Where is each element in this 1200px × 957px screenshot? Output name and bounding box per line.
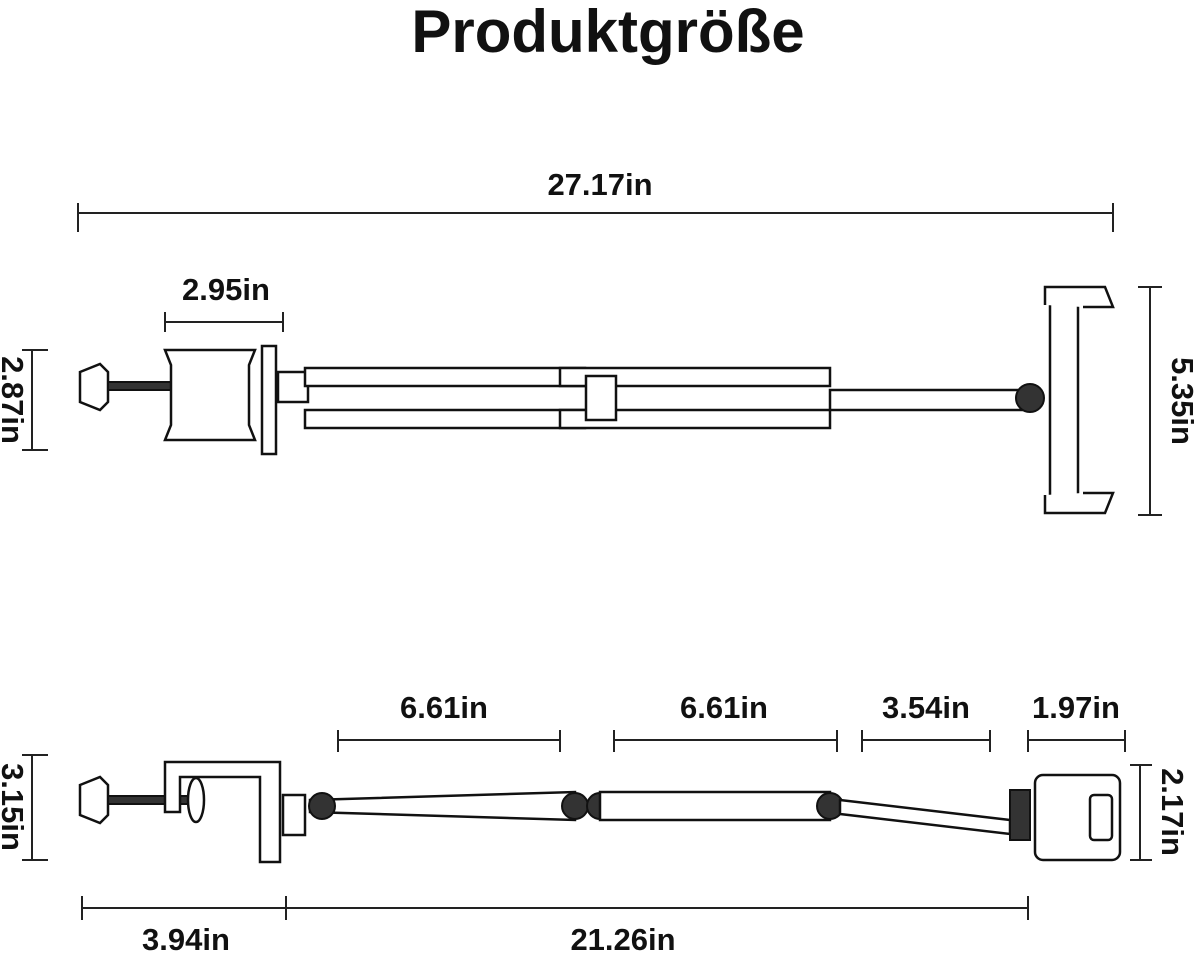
dimension-clamp-length: 3.94in — [81, 896, 287, 957]
label-arm-segment-1: 6.61in — [400, 690, 488, 725]
page-title: Produktgröße — [411, 0, 804, 65]
arm-segment-icon — [308, 790, 577, 822]
label-side-holder-height: 2.17in — [1155, 768, 1190, 856]
dimension-side-clamp-height: 3.15in — [0, 754, 48, 861]
dimension-arm-segment-3: 3.54in — [861, 690, 991, 752]
label-side-clamp-height: 3.15in — [0, 763, 30, 851]
ball-joint-icon — [1015, 383, 1045, 413]
knob-icon — [78, 362, 110, 412]
ball-joint-icon — [1009, 789, 1031, 841]
dimension-arm-segment-1: 6.61in — [337, 690, 561, 752]
knob-icon — [78, 775, 110, 825]
dimension-holder-depth: 1.97in — [1027, 690, 1126, 752]
clamp-body-icon — [163, 348, 257, 442]
label-arm-segment-3: 3.54in — [882, 690, 970, 725]
label-clamp-length: 3.94in — [142, 922, 230, 957]
label-clamp-width: 2.95in — [182, 272, 270, 307]
label-arm-segment-2: 6.61in — [680, 690, 768, 725]
top-view: 27.17in 2.95in 2.87in 5.35in — [0, 167, 1200, 516]
label-holder-depth: 1.97in — [1032, 690, 1120, 725]
dimension-arm-length: 21.26in — [286, 896, 1029, 957]
c-clamp-icon — [163, 760, 282, 864]
label-holder-height: 5.35in — [1165, 357, 1200, 445]
dimension-arm-segment-2: 6.61in — [613, 690, 838, 752]
tablet-holder-icon — [1048, 298, 1080, 502]
label-overall-length: 27.17in — [547, 167, 652, 202]
dimension-clamp-height: 2.87in — [0, 349, 48, 451]
label-clamp-height: 2.87in — [0, 356, 30, 444]
dimension-holder-height: 5.35in — [1138, 286, 1200, 516]
dimension-overall-length: 27.17in — [77, 167, 1114, 232]
product-side-drawing — [78, 760, 1122, 864]
dimension-side-holder-height: 2.17in — [1130, 764, 1190, 861]
dimension-clamp-width: 2.95in — [164, 272, 284, 332]
product-top-drawing — [78, 285, 1115, 515]
label-arm-length: 21.26in — [570, 922, 675, 957]
side-view: 6.61in 6.61in 3.54in 1.97in 3.15in — [0, 690, 1190, 957]
